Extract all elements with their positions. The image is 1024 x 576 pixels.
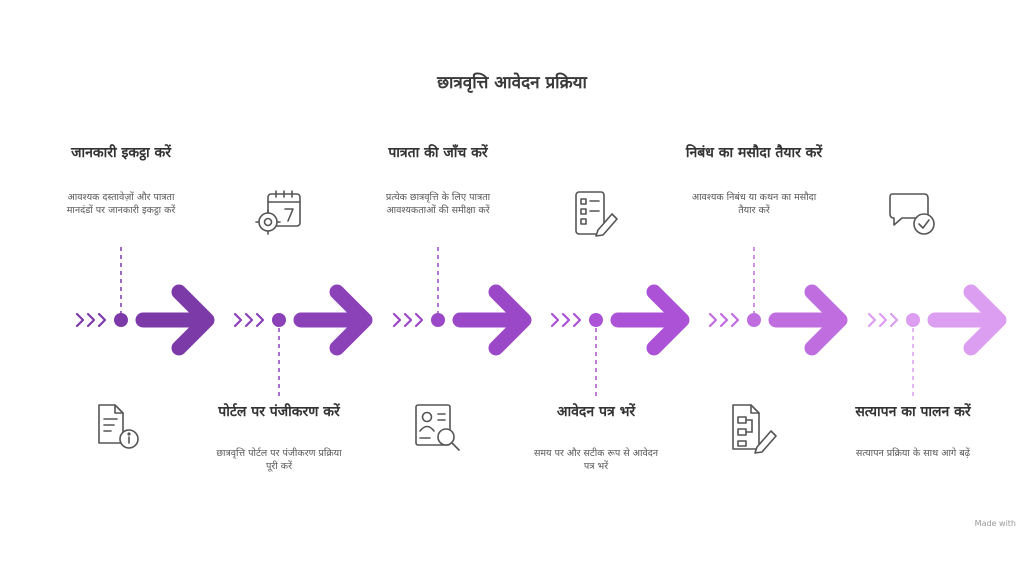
step-arrow — [768, 284, 848, 356]
step-arrow — [610, 284, 690, 356]
step-arrow — [927, 284, 1007, 356]
step-dot — [589, 313, 603, 327]
profile-search-icon — [415, 404, 460, 451]
chevron-mark — [719, 312, 729, 328]
step-title: पात्रता की जाँच करें — [388, 145, 488, 161]
calendar-gear-icon — [255, 190, 301, 235]
step-dot — [431, 313, 445, 327]
chevron-mark — [75, 312, 85, 328]
flowchart-pen-icon — [732, 404, 777, 454]
checklist-pen-icon — [575, 191, 618, 237]
step-dot — [272, 313, 286, 327]
step-arrow — [135, 284, 215, 356]
step-title: पोर्टल पर पंजीकरण करें — [218, 404, 340, 420]
chevron-mark — [233, 312, 243, 328]
step-description: आवश्यक निबंध या कथन का मसौदा तैयार करें — [691, 192, 817, 216]
chevron-mark — [867, 312, 877, 328]
chevron-mark — [414, 312, 424, 328]
chevron-mark — [889, 312, 899, 328]
step-arrow — [293, 284, 373, 356]
chevron-mark — [878, 312, 888, 328]
diagram-title: छात्रवृत्ति आवेदन प्रक्रिया — [437, 73, 587, 93]
step-title: निबंध का मसौदा तैयार करें — [685, 145, 823, 161]
step-description: समय पर और सटीक रूप से आवेदन पत्र भरें — [533, 448, 659, 472]
step-title: सत्यापन का पालन करें — [855, 404, 971, 420]
step-arrow — [452, 284, 532, 356]
chevron-mark — [708, 312, 718, 328]
chevron-mark — [392, 312, 402, 328]
step-title: आवेदन पत्र भरें — [556, 404, 636, 420]
chevron-mark — [86, 312, 96, 328]
chevron-mark — [561, 312, 571, 328]
step-description: छात्रवृत्ति पोर्टल पर पंजीकरण प्रक्रिया … — [216, 448, 342, 472]
footer-credit: Made with — [974, 519, 1016, 528]
step-description: आवश्यक दस्तावेज़ों और पात्रता मानदंडों प… — [66, 192, 176, 216]
document-info-icon — [98, 404, 139, 449]
chevron-mark — [550, 312, 560, 328]
chevron-mark — [244, 312, 254, 328]
step-dot — [747, 313, 761, 327]
step-description: सत्यापन प्रक्रिया के साथ आगे बढ़ें — [855, 448, 971, 459]
chevron-mark — [255, 312, 265, 328]
step-description: प्रत्येक छात्रवृत्ति के लिए पात्रता आवश्… — [385, 192, 491, 216]
step-title: जानकारी इकट्ठा करें — [71, 145, 171, 161]
step-dot — [906, 313, 920, 327]
chevron-mark — [97, 312, 107, 328]
step-dot — [114, 313, 128, 327]
chevron-mark — [403, 312, 413, 328]
chevron-mark — [730, 312, 740, 328]
chevron-mark — [572, 312, 582, 328]
chat-check-icon — [889, 193, 935, 235]
